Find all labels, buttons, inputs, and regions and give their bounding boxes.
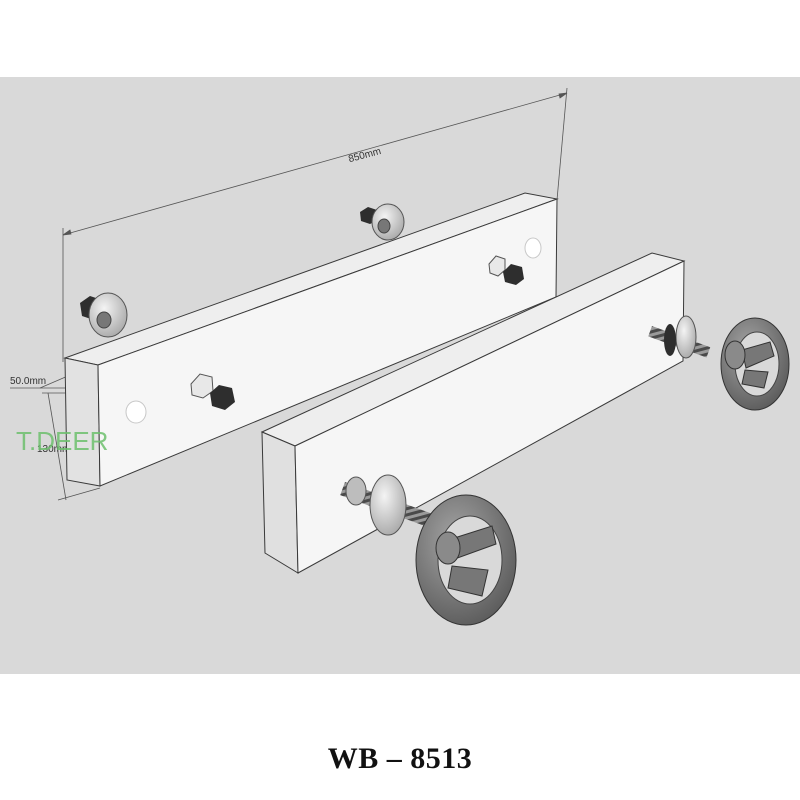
dim-label-thickness: 50.0mm <box>10 376 46 387</box>
model-number: WB – 8513 <box>327 742 473 775</box>
handwheel-icon <box>415 494 517 626</box>
collar-icon <box>664 324 676 356</box>
dim-label-height: 130mm <box>37 444 70 455</box>
washer-icon <box>675 315 697 359</box>
back-board-front <box>64 357 101 487</box>
nut-icon <box>210 385 235 410</box>
left-screw-assembly <box>340 474 517 626</box>
nut-icon <box>503 264 524 285</box>
handwheel-icon <box>720 317 790 411</box>
right-screw-assembly <box>648 315 790 411</box>
watermark-text: T.DEER <box>16 426 108 456</box>
washer-icon <box>369 474 407 536</box>
front-board-left <box>261 431 299 574</box>
back-board-hole-left <box>125 400 147 424</box>
collar-icon <box>345 476 367 506</box>
back-board-fasteners <box>80 203 524 410</box>
back-board-hole-right <box>524 237 542 259</box>
